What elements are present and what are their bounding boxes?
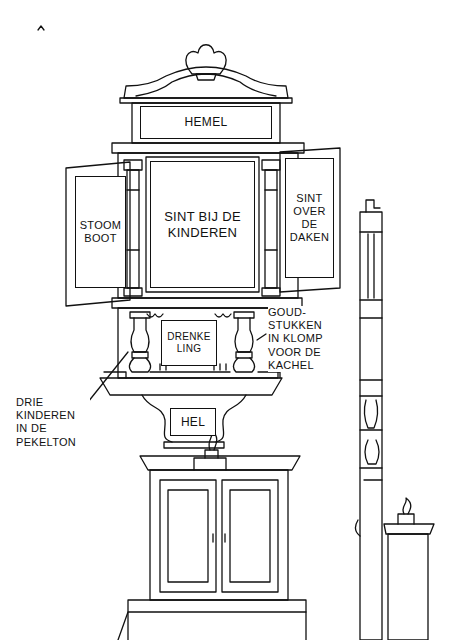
panel-text: SINT BIJ DE KINDEREN [154,209,251,240]
shelf-bracket [100,372,282,448]
panel-text: DRENKE LING [165,331,213,355]
leader-line [257,334,266,340]
panel-box: HEL [170,408,216,436]
leader-line [88,352,128,402]
side-view [355,200,434,640]
baluster-right [233,312,254,372]
panel-text: HEMEL [185,115,228,129]
callout-label: GOUD- STUKKEN IN KLOMP VOOR DE KACHEL [268,306,332,372]
callout-label: DRIE KINDEREN IN DE PEKELTON [16,396,90,449]
pediment [120,67,292,143]
panel-text: STOOM BOOT [79,219,122,245]
panel-text: HEL [181,415,205,429]
panel-box: DRENKE LING [161,320,217,366]
main-frame [112,143,304,298]
panel-box: SINT BIJ DE KINDEREN [150,161,255,288]
panel-box: SINT OVER DE DAKEN [285,158,334,278]
stove-object [194,430,226,470]
pen-mark [38,26,44,30]
wing-doors [66,148,340,306]
panel-text: SINT OVER DE DAKEN [289,192,330,245]
panel-box: HEMEL [140,106,272,139]
cabinet [118,456,306,640]
baluster-left [129,312,150,372]
panel-box: STOOM BOOT [75,176,126,288]
